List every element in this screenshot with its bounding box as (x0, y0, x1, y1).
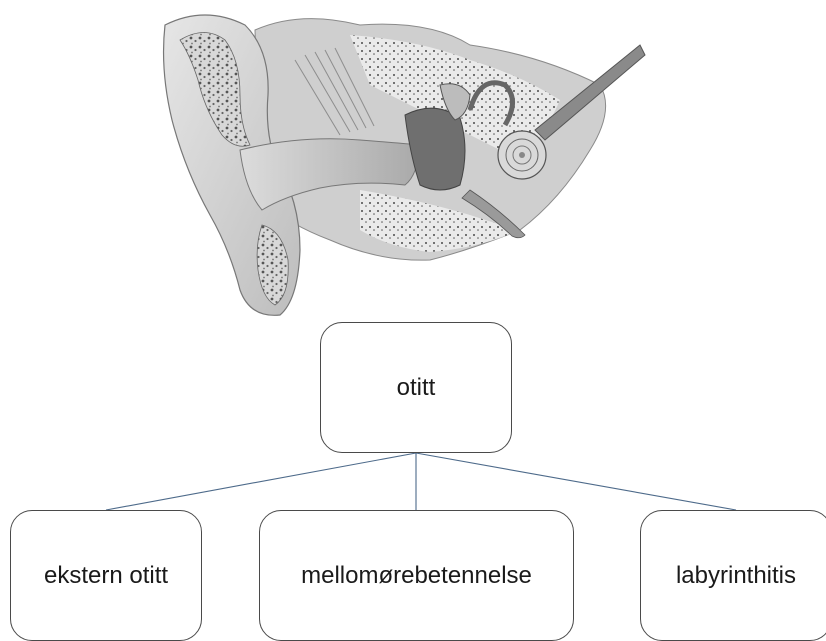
node-label: labyrinthitis (676, 562, 796, 590)
connector-to-labyrinthitis (416, 453, 736, 510)
connector-to-ekstern-otitt (106, 453, 416, 510)
node-labyrinthitis: labyrinthitis (640, 510, 826, 641)
node-ekstern-otitt: ekstern otitt (10, 510, 202, 641)
node-otitt: otitt (320, 322, 512, 453)
node-label: mellomørebetennelse (301, 562, 532, 590)
node-label: ekstern otitt (44, 562, 168, 590)
node-label: otitt (397, 374, 436, 402)
node-mellomorebetennelse: mellomørebetennelse (259, 510, 574, 641)
